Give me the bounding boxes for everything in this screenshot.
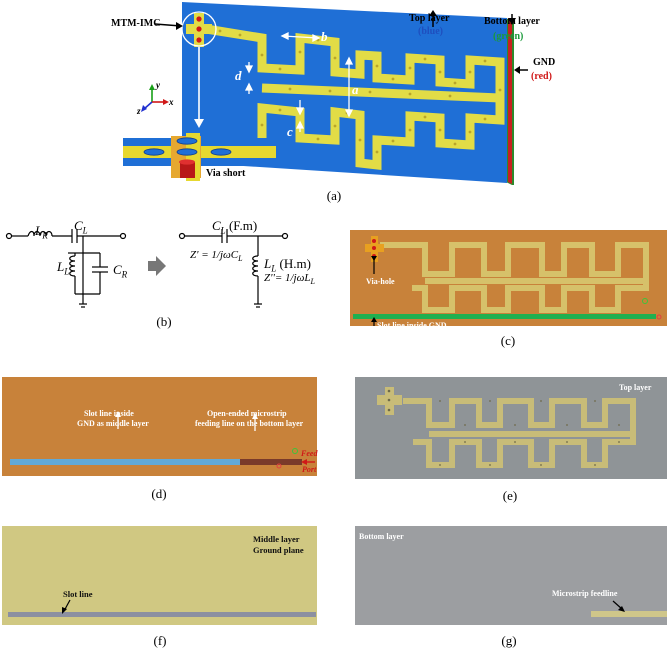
top-layer-color: (blue) xyxy=(418,26,443,37)
dim-d-label: d xyxy=(235,68,242,83)
cl-fm-label: CL (F.m) xyxy=(212,218,258,236)
z-dprime-label: Z''= 1/jωLL xyxy=(264,272,315,287)
slot-line-arrow xyxy=(62,599,71,614)
port-label: Port xyxy=(302,465,317,474)
feed-label: Feed xyxy=(301,449,318,458)
top-layer-photo-label: Top layer xyxy=(619,383,652,392)
open-microstrip-label-2: feeding line on the bottom layer xyxy=(195,419,304,428)
top-layer-label: Top layer xyxy=(409,13,450,24)
panel-e-photo xyxy=(355,377,667,479)
slot-line-gnd-label: Slot line inside GND xyxy=(377,321,447,330)
caption-c: (c) xyxy=(500,333,516,348)
panel-g-photo xyxy=(355,526,667,625)
caption-b: (b) xyxy=(156,314,172,329)
panel-d-layout xyxy=(2,377,317,476)
cr-label: CR xyxy=(113,262,128,280)
slot-middle-label-2: GND as middle layer xyxy=(77,419,149,428)
panel-a-3d-view xyxy=(123,2,528,185)
bottom-layer-label: Bottom layer xyxy=(484,16,540,27)
cl-label: CL xyxy=(74,218,88,236)
microstrip-feedline-label: Microstrip feedline xyxy=(552,589,618,598)
caption-a: (a) xyxy=(326,188,342,203)
ll-label: LL xyxy=(57,259,70,277)
lr-label: LR xyxy=(35,223,48,241)
mtm-imc-label: MTM-IMC xyxy=(111,18,161,29)
caption-f: (f) xyxy=(153,633,167,648)
microstrip-feedline-strip xyxy=(591,611,667,617)
axis-z-label: z xyxy=(137,106,141,116)
dim-c-label: c xyxy=(287,124,293,139)
via-hole-label: Via-hole xyxy=(366,277,395,286)
gnd-label: GND xyxy=(533,57,556,68)
ll-hm-label: LL (H.m) xyxy=(264,256,311,274)
panel-c-layout xyxy=(350,230,667,326)
caption-g: (g) xyxy=(501,633,517,648)
dim-b-label: b xyxy=(321,29,328,44)
slot-line-strip xyxy=(8,612,316,617)
middle-layer-label: Middle layer xyxy=(253,534,300,544)
axis-y-label: y xyxy=(156,80,160,90)
gnd-color: (red) xyxy=(531,71,552,82)
open-microstrip-label-1: Open-ended microstrip xyxy=(207,409,287,418)
slot-middle-label-1: Slot line inside xyxy=(84,409,134,418)
microstrip-arrow xyxy=(612,600,625,612)
caption-d: (d) xyxy=(151,486,167,501)
dim-a-label: a xyxy=(352,82,359,97)
slot-line-label: Slot line xyxy=(63,589,93,599)
ground-plane-label: Ground plane xyxy=(253,545,304,555)
bottom-layer-color: (green) xyxy=(493,31,524,42)
bottom-layer-photo-label: Bottom layer xyxy=(359,532,404,541)
caption-e: (e) xyxy=(502,488,518,503)
via-short-label: Via short xyxy=(206,168,246,179)
panel-b-circuit xyxy=(5,229,289,308)
axis-x-label: x xyxy=(169,97,174,107)
panel-f-photo xyxy=(2,526,317,625)
z-prime-label: Z' = 1/jωCL xyxy=(190,249,243,264)
